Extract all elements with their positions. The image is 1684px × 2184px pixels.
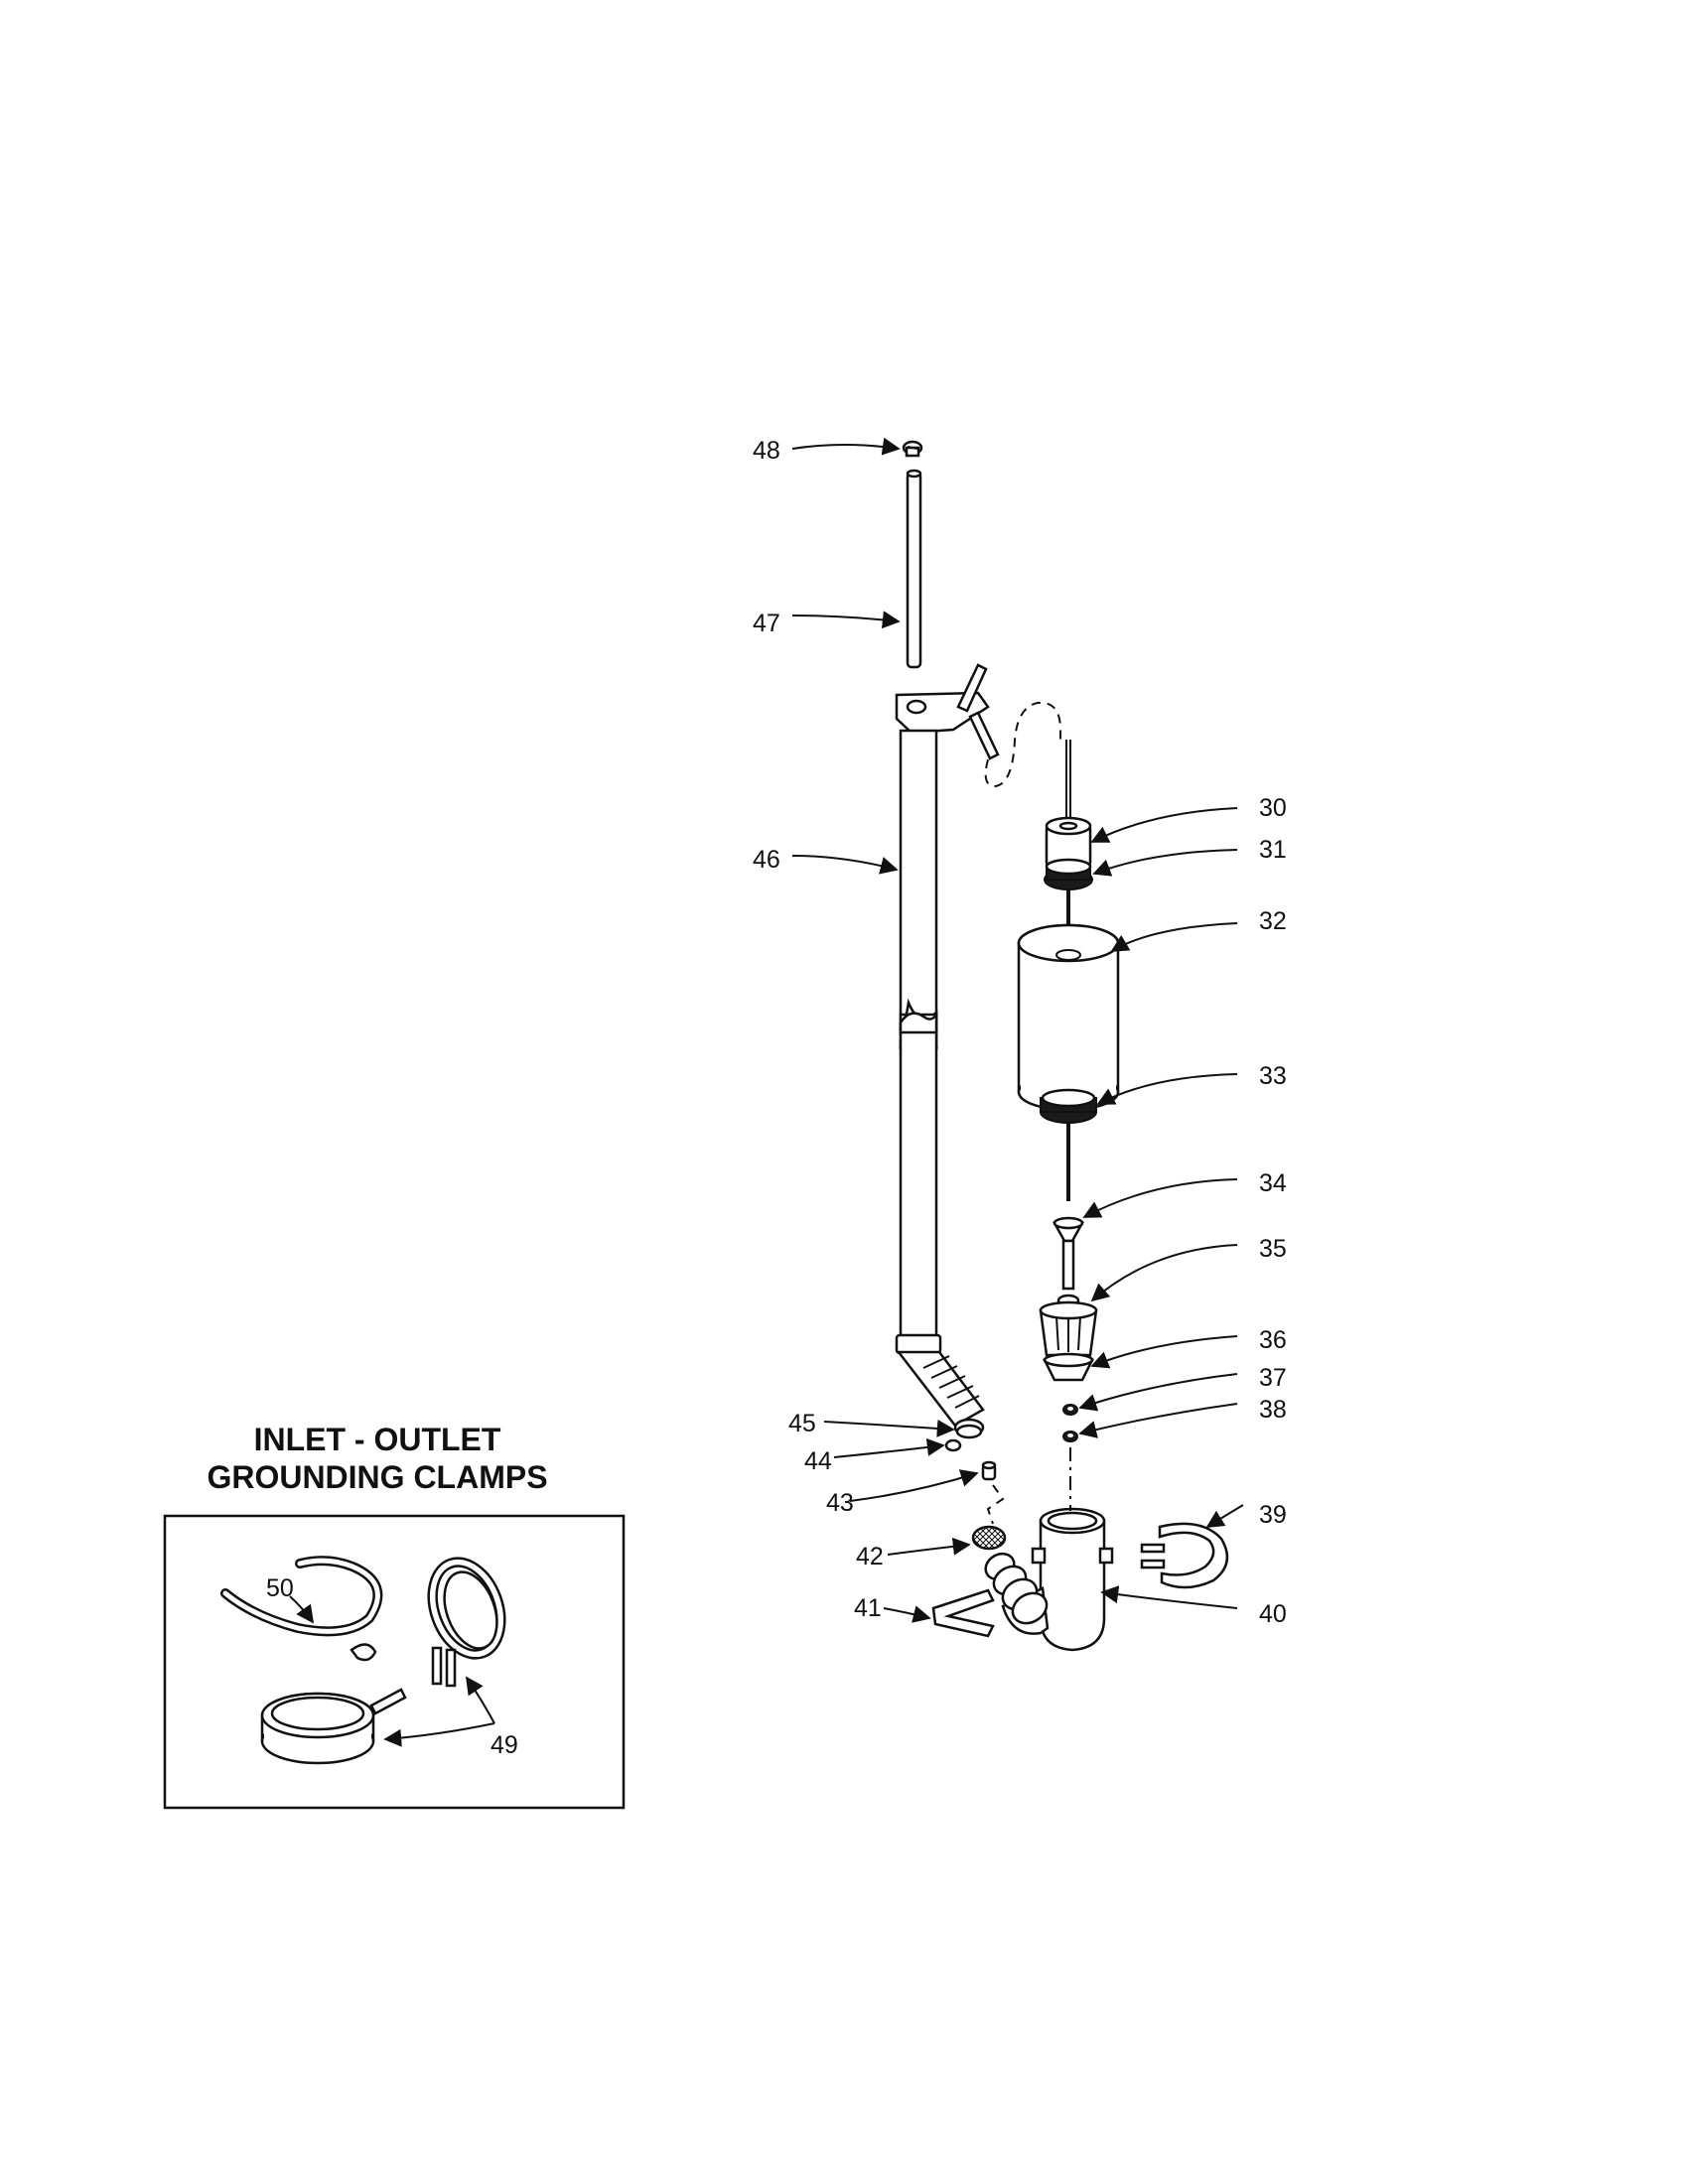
part-34-cone xyxy=(1052,1216,1085,1291)
callout-35: 35 xyxy=(1259,1235,1287,1263)
callout-33: 33 xyxy=(1259,1062,1287,1090)
callout-labels: 48 47 46 30 31 32 33 34 35 36 37 38 39 4… xyxy=(753,437,1287,1628)
callout-45: 45 xyxy=(788,1410,816,1437)
part-44-washer xyxy=(944,1438,962,1452)
inset-title-line2: GROUNDING CLAMPS xyxy=(207,1459,547,1495)
part-38-washer xyxy=(1062,1431,1078,1442)
callout-37: 37 xyxy=(1259,1364,1287,1392)
part-35-valve xyxy=(1039,1294,1098,1357)
callout-42: 42 xyxy=(856,1543,884,1570)
callout-36: 36 xyxy=(1259,1326,1287,1354)
part-47-rod xyxy=(906,469,922,669)
part-30-collar xyxy=(1045,816,1092,868)
part-41-clip xyxy=(931,1588,995,1638)
callout-47: 47 xyxy=(753,610,780,637)
part-40-sump-housing xyxy=(984,1507,1114,1652)
callout-49: 49 xyxy=(491,1731,518,1759)
connector-43-42 xyxy=(986,1484,1005,1525)
callout-31: 31 xyxy=(1259,836,1287,864)
part-36-gasket xyxy=(1042,1352,1095,1382)
inset-grounding-clamps: INLET - OUTLET GROUNDING CLAMPS xyxy=(163,1422,626,1810)
callout-32: 32 xyxy=(1259,907,1287,935)
part-33-grommet xyxy=(1040,1088,1097,1124)
callout-50: 50 xyxy=(266,1574,294,1602)
part-31-grommet xyxy=(1044,858,1093,890)
callout-48: 48 xyxy=(753,437,780,465)
part-39-retaining-ring xyxy=(1140,1522,1229,1589)
inset-title-line1: INLET - OUTLET xyxy=(254,1422,501,1457)
callout-30: 30 xyxy=(1259,794,1287,822)
part-32-float xyxy=(1017,923,1120,1112)
leader-lines xyxy=(791,437,1244,1623)
part-43-bushing xyxy=(981,1460,997,1481)
callout-38: 38 xyxy=(1259,1396,1287,1424)
part-42-strainer xyxy=(971,1525,1007,1551)
part-45-fitting xyxy=(953,1418,985,1439)
inset-frame xyxy=(163,1514,626,1810)
callout-41: 41 xyxy=(854,1594,882,1622)
callout-40: 40 xyxy=(1259,1600,1287,1628)
connector-loop xyxy=(984,701,1061,788)
callout-34: 34 xyxy=(1259,1169,1287,1197)
callout-46: 46 xyxy=(753,846,780,874)
part-37-washer xyxy=(1062,1404,1078,1416)
callout-43: 43 xyxy=(826,1489,854,1517)
part-50-ground-wire xyxy=(220,1556,383,1637)
part-46-standpipe xyxy=(895,663,1000,1428)
part-48-screw xyxy=(902,440,923,458)
part-49-clamp-upright xyxy=(427,1557,506,1688)
callout-44: 44 xyxy=(804,1447,832,1475)
part-49-clamp-flat xyxy=(260,1643,407,1765)
callout-39: 39 xyxy=(1259,1501,1287,1529)
